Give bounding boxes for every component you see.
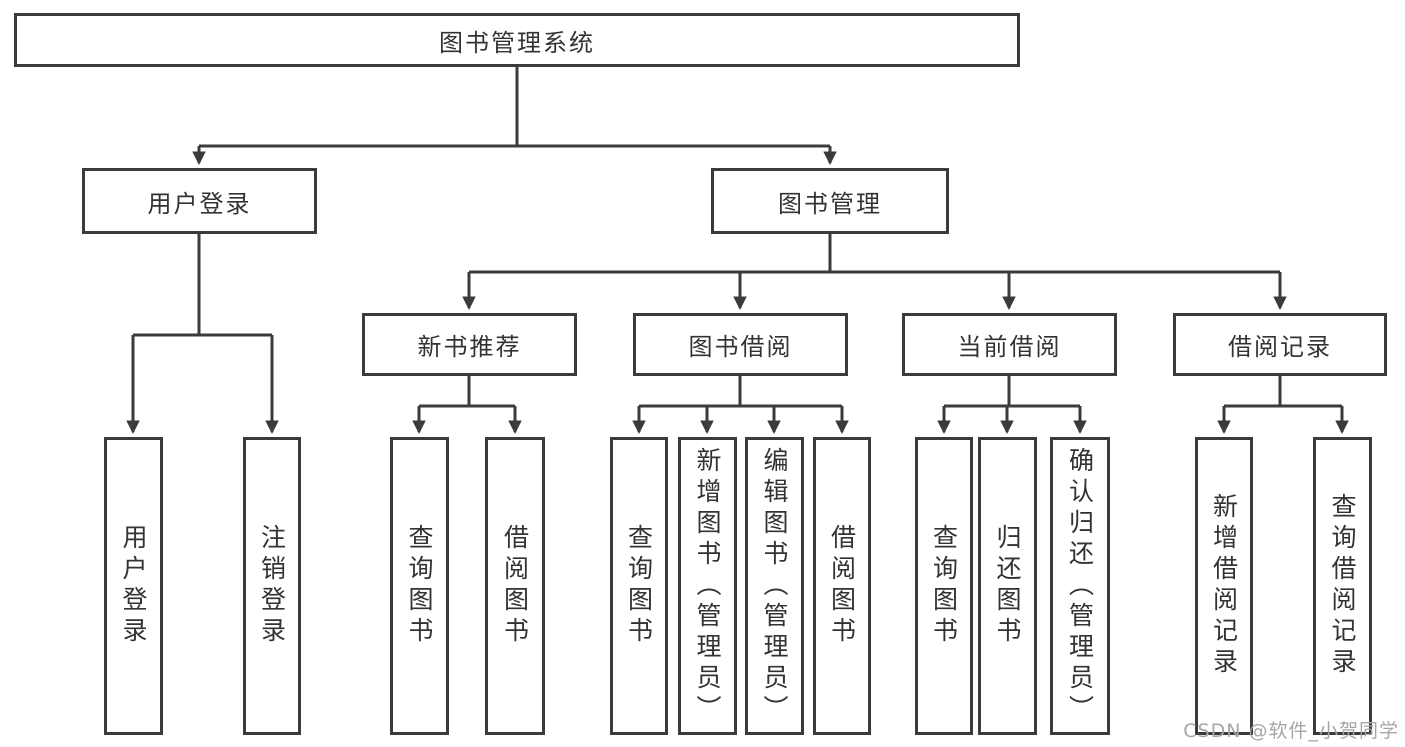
- node-book-management-label: 图书管理: [778, 189, 882, 218]
- node-book-management: 图书管理: [711, 168, 949, 234]
- leaf-add-borrow-record: 新增借阅记录: [1195, 437, 1253, 735]
- leaf-query-books-borrowing: 查询图书: [610, 437, 668, 735]
- node-borrowing-records-label: 借阅记录: [1228, 333, 1332, 361]
- leaf-borrow-books: 借阅图书: [813, 437, 871, 735]
- leaf-query-books-current: 查询图书: [915, 437, 973, 735]
- node-new-book-recommend-label: 新书推荐: [417, 333, 522, 361]
- leaf-borrow-books-recommend: 借阅图书: [485, 437, 545, 735]
- leaf-user-login: 用户登录: [104, 437, 163, 735]
- leaf-edit-books-admin: 编辑图书（管理员）: [745, 437, 804, 735]
- leaf-query-borrow-record-label: 查询借阅记录: [1328, 493, 1357, 679]
- leaf-confirm-return-admin: 确认归还（管理员）: [1050, 437, 1110, 735]
- leaf-query-books-recommend-label: 查询图书: [405, 524, 434, 648]
- leaf-edit-books-admin-label: 编辑图书（管理员）: [760, 446, 789, 726]
- csdn-watermark: CSDN @软件_小贺同学: [1183, 720, 1399, 742]
- leaf-confirm-return-admin-label: 确认归还（管理员）: [1065, 446, 1095, 726]
- node-user-login: 用户登录: [82, 168, 317, 234]
- leaf-user-login-label: 用户登录: [119, 524, 148, 648]
- leaf-query-books-recommend: 查询图书: [390, 437, 449, 735]
- node-root-system: 图书管理系统: [14, 13, 1020, 67]
- leaf-borrow-books-label: 借阅图书: [827, 524, 857, 648]
- node-new-book-recommend: 新书推荐: [362, 313, 577, 376]
- leaf-add-books-admin-label: 新增图书（管理员）: [693, 446, 722, 726]
- leaf-logout: 注销登录: [243, 437, 301, 735]
- node-borrowing-records: 借阅记录: [1173, 313, 1387, 376]
- leaf-query-books-current-label: 查询图书: [929, 524, 959, 648]
- node-current-borrowing-label: 当前借阅: [957, 333, 1062, 361]
- node-book-borrowing: 图书借阅: [633, 313, 848, 376]
- node-current-borrowing: 当前借阅: [902, 313, 1117, 376]
- node-root-label: 图书管理系统: [439, 28, 595, 57]
- leaf-add-books-admin: 新增图书（管理员）: [678, 437, 737, 735]
- leaf-return-books: 归还图书: [978, 437, 1037, 735]
- leaf-query-books-borrowing-label: 查询图书: [624, 524, 654, 648]
- leaf-add-borrow-record-label: 新增借阅记录: [1209, 493, 1239, 679]
- leaf-logout-label: 注销登录: [257, 524, 287, 648]
- leaf-borrow-books-recommend-label: 借阅图书: [500, 524, 530, 648]
- node-book-borrowing-label: 图书借阅: [688, 333, 793, 361]
- node-user-login-label: 用户登录: [147, 189, 252, 218]
- leaf-return-books-label: 归还图书: [993, 524, 1022, 648]
- leaf-query-borrow-record: 查询借阅记录: [1313, 437, 1372, 735]
